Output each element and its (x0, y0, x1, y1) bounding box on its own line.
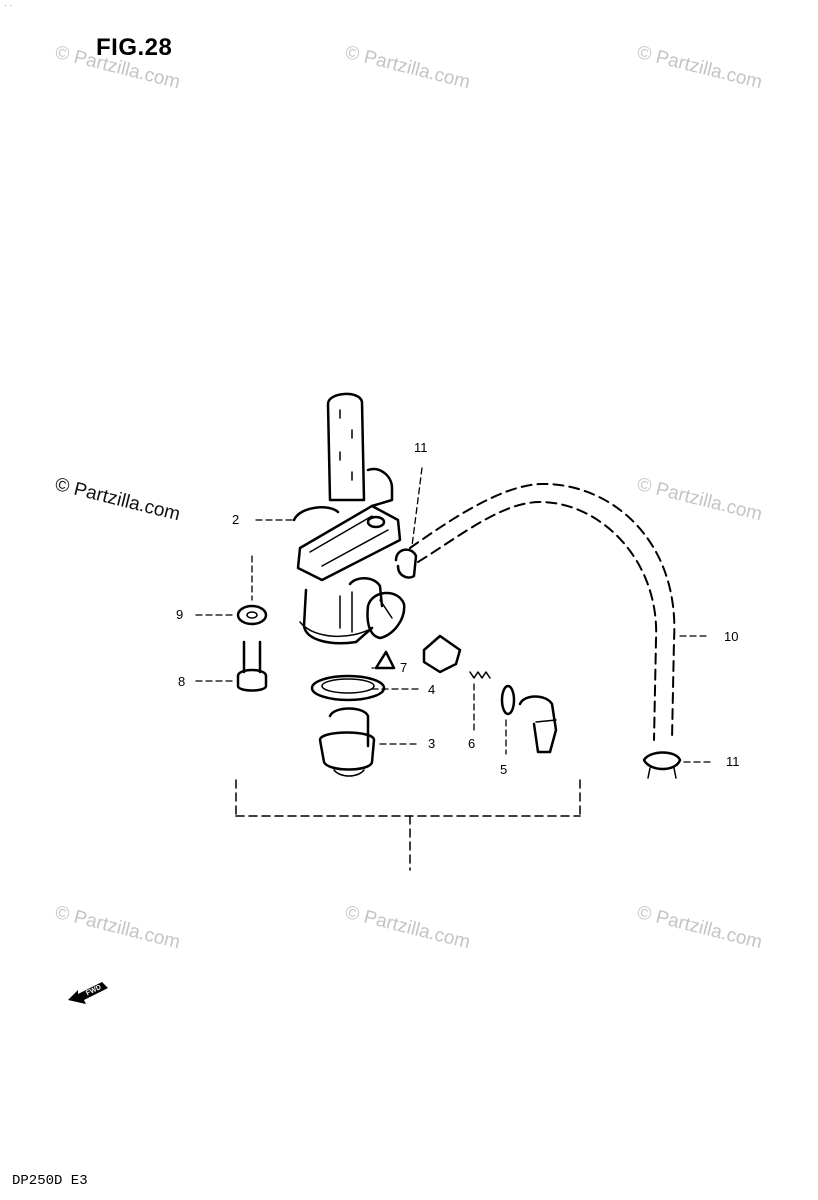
callout-part-4: 4 (428, 682, 436, 697)
callout-part-8: 8 (178, 674, 186, 689)
callout-part-3: 3 (428, 736, 436, 751)
part-6-fitting (422, 634, 491, 679)
callout-part-9: 9 (176, 607, 184, 622)
assembly-bracket (235, 779, 581, 871)
callout-part-7: 7 (400, 660, 408, 675)
corner-mark: · · (4, 0, 13, 10)
callout-part-11-top: 11 (414, 440, 428, 455)
part-11-clip-top (394, 548, 418, 579)
part-8-bolt (236, 640, 268, 692)
callout-part-11-bottom: 11 (726, 754, 740, 769)
outlet-elbow (518, 695, 558, 754)
fwd-arrow-label: FWD (85, 984, 102, 997)
figure-title: FIG.28 (96, 34, 173, 61)
model-code: DP250D E3 (12, 1173, 88, 1189)
fwd-arrow-icon: FWD (68, 982, 108, 1004)
part-7-screw (374, 650, 396, 670)
part-9-washer (236, 604, 268, 626)
part-3-bowl (318, 707, 376, 777)
leader-lines (195, 467, 715, 763)
part-4-gasket (310, 674, 386, 702)
callout-part-6: 6 (468, 736, 476, 751)
callout-part-2: 2 (232, 512, 240, 527)
part-10-fuel-hose (409, 482, 676, 741)
callout-part-5: 5 (500, 762, 508, 777)
callout-part-10: 10 (724, 629, 739, 644)
part-5-oring (500, 684, 516, 716)
part-11-clip-bottom (642, 751, 682, 779)
fuel-strainer-tube (326, 392, 366, 502)
fuel-cock-body (292, 467, 406, 645)
